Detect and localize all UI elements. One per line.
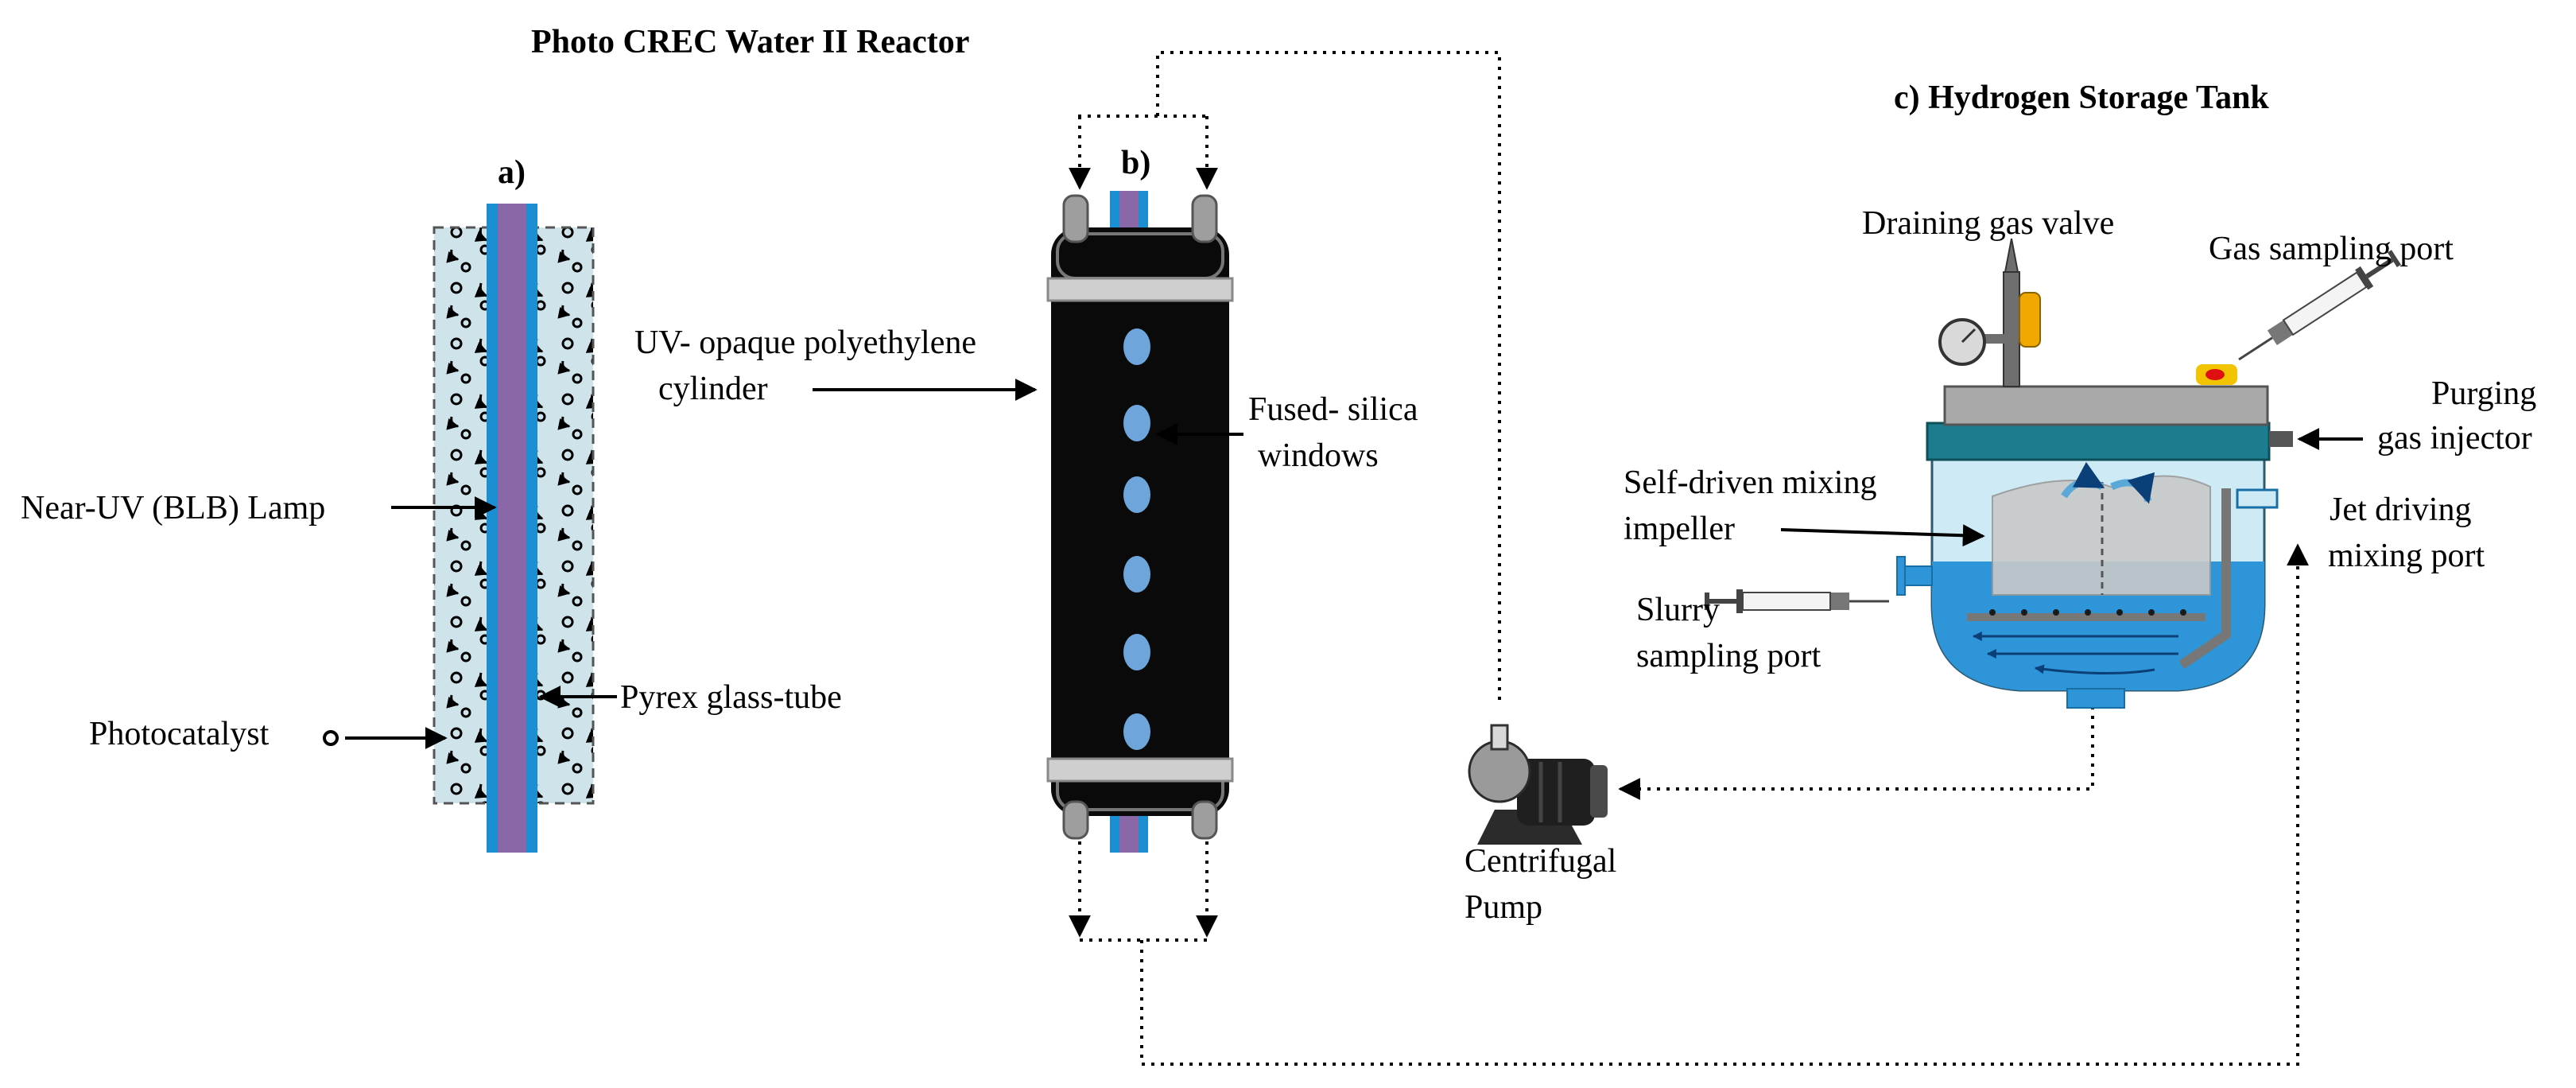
flow-arrows <box>1972 631 2178 675</box>
vent-stem <box>2003 271 2020 387</box>
slurry-label-line1: Slurry <box>1636 592 1720 628</box>
pump-label-line2: Pump <box>1465 889 1542 926</box>
cylinder-label-line1: UV- opaque polyethylene <box>634 324 976 361</box>
panel-b-letter: b) <box>1121 145 1150 181</box>
outlet-connector-right <box>1191 800 1218 840</box>
pump-label-line1: Centrifugal <box>1465 843 1616 880</box>
reactor-to-jet-line <box>1140 543 2309 1066</box>
slurry-sampling-port <box>1901 565 1933 586</box>
windows-label-line2: windows <box>1258 437 1379 474</box>
impeller-label-line1: Self-driven mixing <box>1624 464 1876 501</box>
panel-c-title: c) Hydrogen Storage Tank <box>1894 80 2269 116</box>
fused-silica-windows <box>1123 328 1150 750</box>
tank-lid <box>1943 385 2269 426</box>
valve-handle <box>2019 292 2041 348</box>
purging-injector-nozzle <box>2269 431 2293 447</box>
piping <box>1069 51 2309 1066</box>
reactor-body <box>1051 227 1229 816</box>
panel-c: c) Hydrogen Storage Tank <box>1624 80 2536 709</box>
window <box>1123 476 1150 513</box>
slurry-label-line2: sampling port <box>1636 638 1821 674</box>
purging-label-line2: gas injector <box>2377 420 2532 457</box>
cylinder-label-line2: cylinder <box>658 371 768 407</box>
tank-to-pump-line <box>1618 706 2094 800</box>
window <box>1123 328 1150 365</box>
window <box>1123 634 1150 670</box>
jet-pipe <box>2178 488 2231 669</box>
outlet-connector-left <box>1062 800 1089 840</box>
inlet-connector-right <box>1191 194 1218 243</box>
panel-b: b) UV- opaque polyethylene cylinder Fuse… <box>634 145 1418 853</box>
gas-syringe <box>2238 250 2401 361</box>
pump-motor <box>1517 759 1595 826</box>
window <box>1123 556 1150 593</box>
catalyst-symbol <box>323 730 339 746</box>
jet-label-line1: Jet driving <box>2330 492 2471 528</box>
top-flange <box>1046 277 1234 302</box>
windows-label-line1: Fused- silica <box>1248 391 1418 428</box>
centrifugal-pump: Centrifugal Pump <box>1465 724 1616 926</box>
inlet-connector-left <box>1062 194 1089 243</box>
slurry-syringe <box>1705 589 1889 613</box>
tank-flange <box>1926 422 2271 461</box>
panel-a: a) Near-UV (BLB) Lamp Pyrex glass-tube P… <box>21 154 842 853</box>
window <box>1123 713 1150 750</box>
figure-title: Photo CREC Water II Reactor <box>531 24 969 60</box>
impeller-arrow <box>1780 524 1985 547</box>
panel-a-letter: a) <box>498 154 526 191</box>
purging-label-line1: Purging <box>2431 375 2536 412</box>
impeller-label-line2: impeller <box>1624 511 1735 547</box>
tank-drain <box>2066 688 2125 709</box>
jet-label-line2: mixing port <box>2328 538 2485 574</box>
pump-to-reactor-line <box>1156 51 1501 700</box>
tube-label: Pyrex glass-tube <box>620 679 842 716</box>
blb-lamp <box>498 204 526 853</box>
jet-port <box>2236 488 2279 509</box>
window <box>1123 405 1150 441</box>
bottom-flange <box>1046 757 1234 783</box>
gas-sampling-label: Gas sampling port <box>2209 231 2454 267</box>
catalyst-label: Photocatalyst <box>89 716 270 752</box>
draining-label: Draining gas valve <box>1862 205 2114 242</box>
pump-outlet <box>1490 724 1509 751</box>
lamp-label: Near-UV (BLB) Lamp <box>21 490 325 527</box>
